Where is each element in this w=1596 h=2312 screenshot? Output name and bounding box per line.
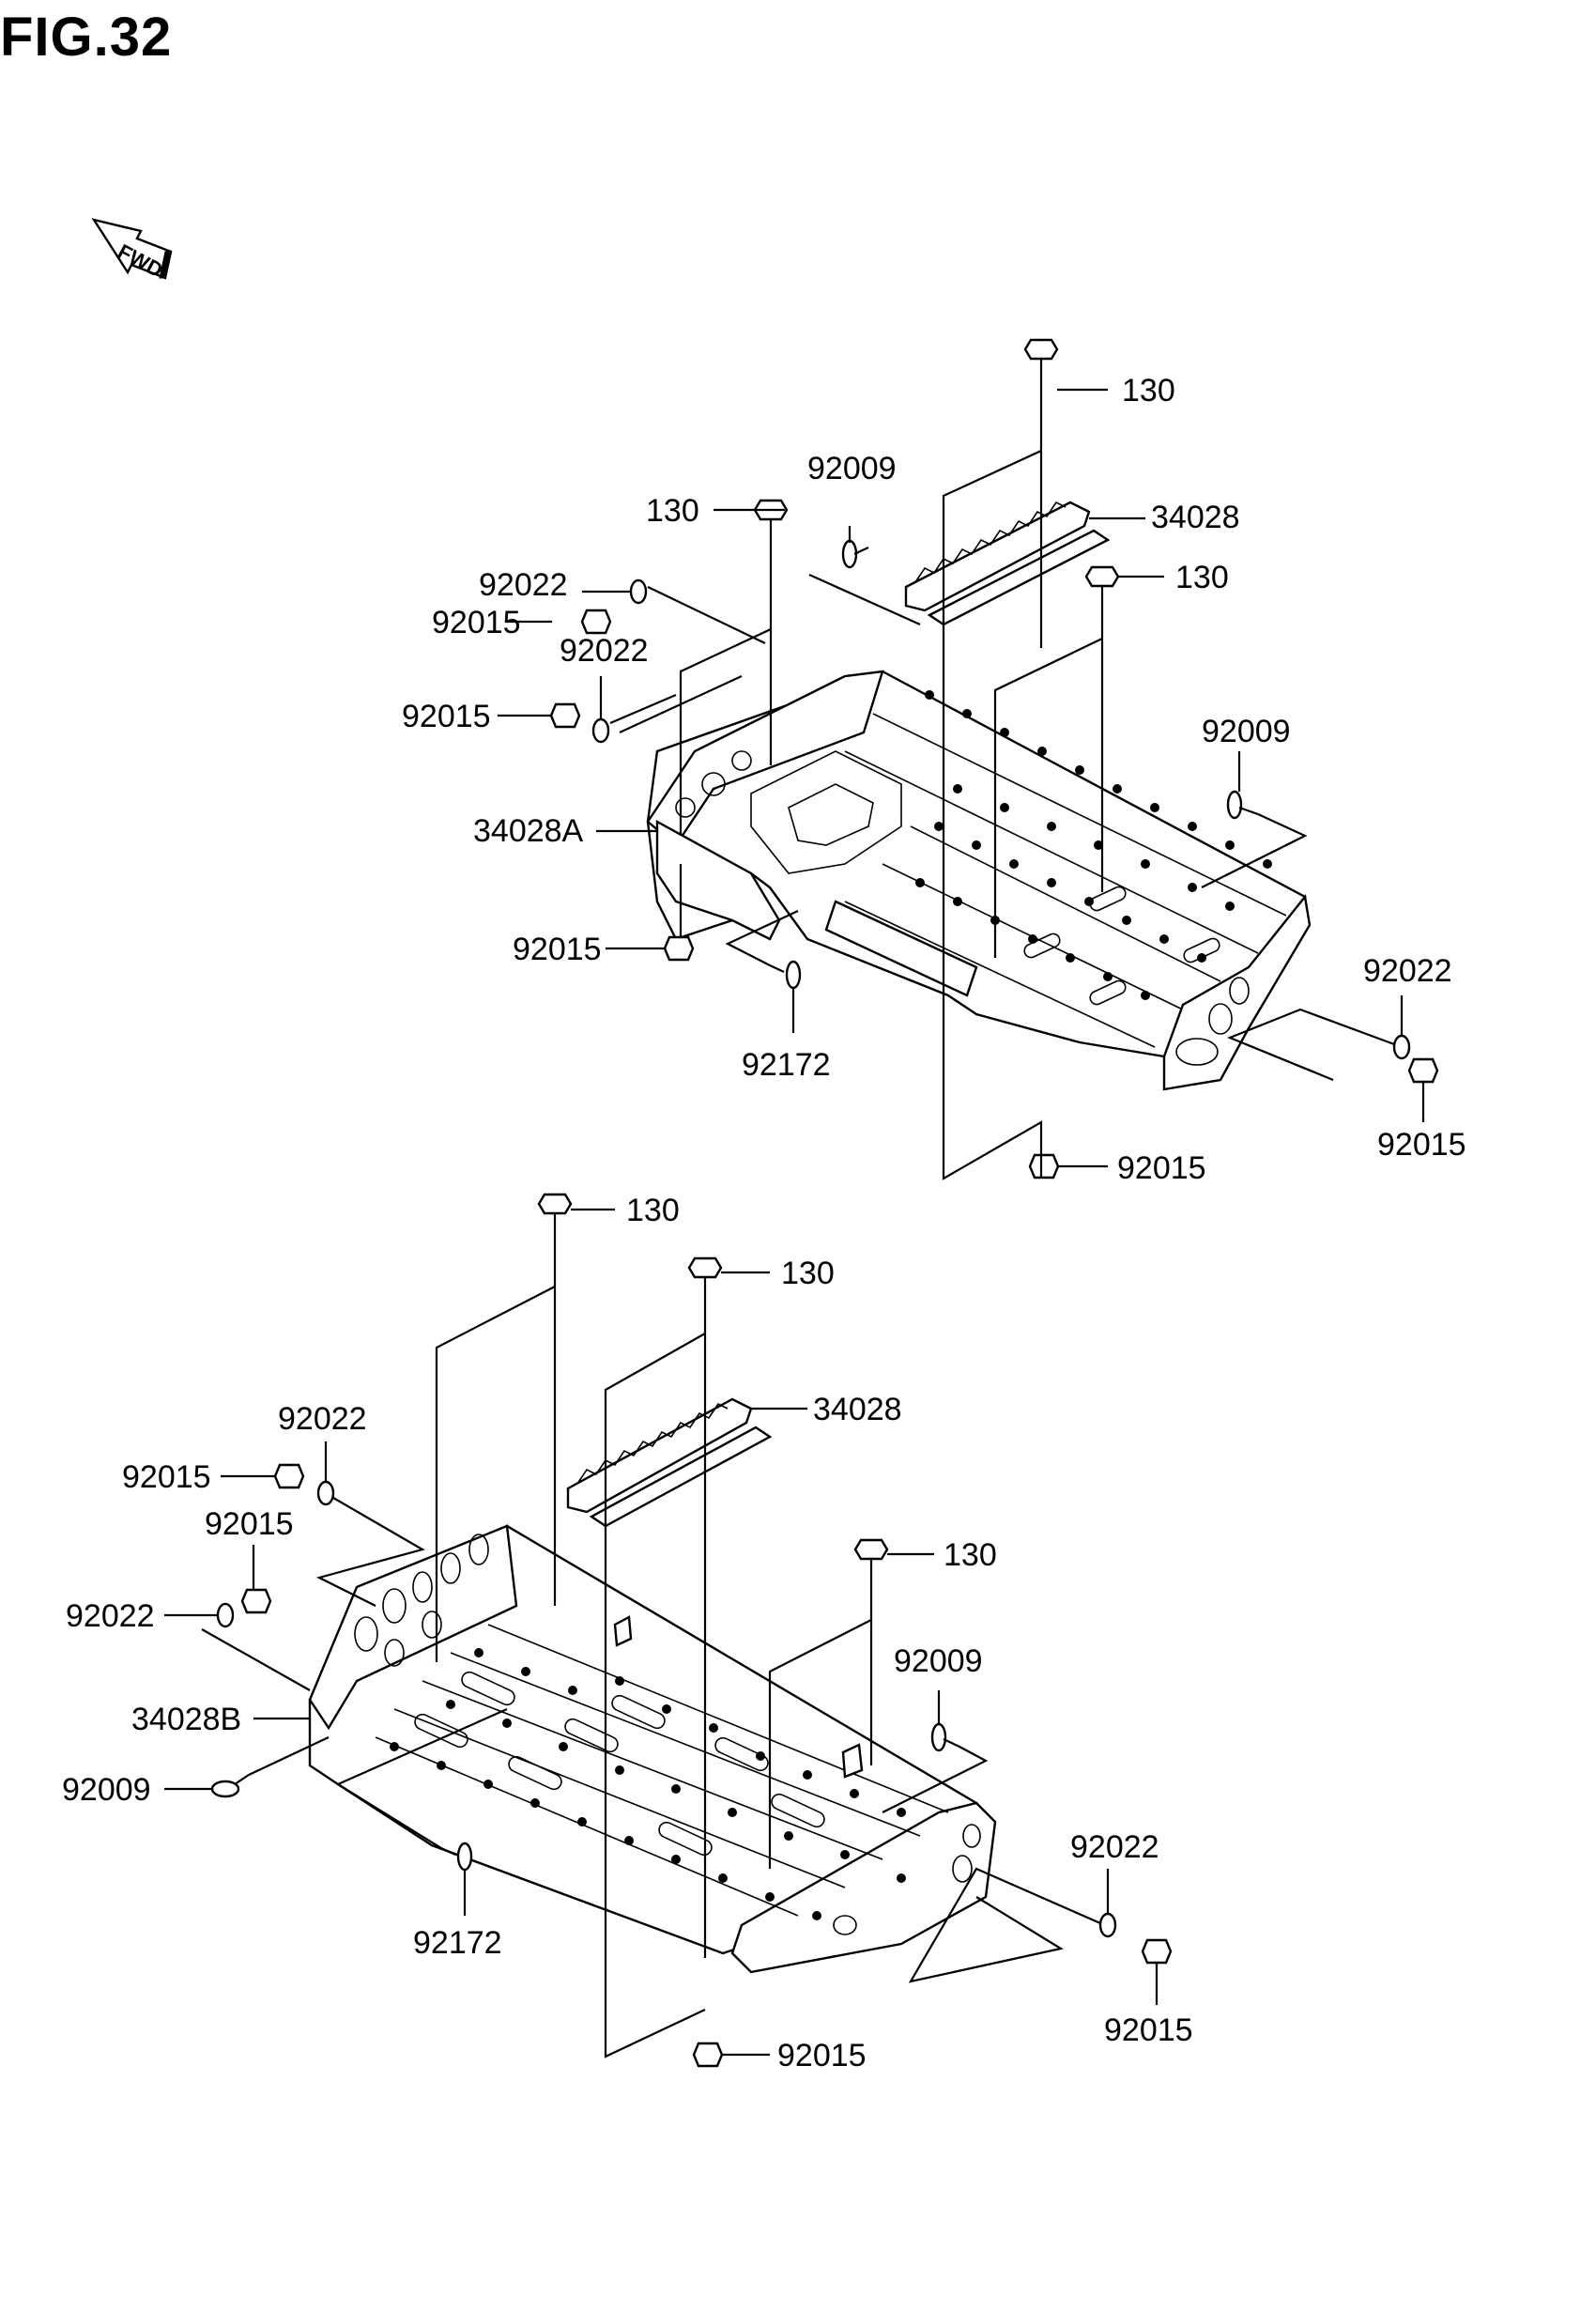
callout-92015: 92015 [777,2038,867,2073]
nut-92015-icon [549,702,581,729]
nut-92015-icon [580,609,612,635]
figure-title: FIG.32 [0,7,173,68]
bolt-130-icon [1023,338,1059,371]
callout-92015: 92015 [1104,2012,1193,2048]
bolt-130-icon [687,1256,723,1288]
callout-92015: 92015 [432,605,521,640]
upper-leader-lines [498,371,1425,1180]
callout-34028: 34028 [1151,500,1240,535]
nut-92015-icon [273,1463,305,1489]
upper-fasteners [549,338,1439,1179]
bolt-92009-icon [841,539,869,569]
callout-92009: 92009 [894,1643,983,1679]
callout-130: 130 [944,1537,997,1573]
nut-92015-icon [1407,1057,1439,1084]
callout-92015: 92015 [122,1459,211,1495]
callout-130: 130 [1122,373,1175,408]
callout-labels: 130 92009 130 34028 130 92022 92015 9202… [62,373,1466,2073]
callout-130: 130 [1175,560,1229,595]
washer-92022-icon [216,1602,235,1628]
callout-92022: 92022 [66,1598,155,1634]
callout-92022: 92022 [560,633,649,669]
bolt-92009-icon [1226,790,1259,820]
upper-footrest-34028a [646,670,1312,1091]
lower-footrest-34028b [308,1524,997,1974]
callout-34028: 34028 [813,1392,902,1427]
bolt-92172-icon [440,1842,473,1872]
washer-92022-icon [1098,1912,1117,1938]
washer-92022-icon [1392,1034,1411,1060]
fwd-arrow-icon: FWD [91,218,173,282]
callout-34028b: 34028B [131,1702,241,1737]
washer-92022-icon [629,578,648,605]
callout-92009: 92009 [807,451,897,486]
washer-92022-icon [591,717,610,744]
lower-leader-lines [164,1208,1159,2058]
callout-92172: 92172 [413,1925,502,1961]
nut-92015-icon [1028,1153,1060,1179]
callout-130: 130 [781,1256,835,1291]
bolt-92172-icon [769,960,802,990]
nut-92015-icon [692,2042,724,2068]
bolt-92009-icon [930,1722,960,1752]
callout-92015: 92015 [402,699,491,734]
callout-92022: 92022 [1363,953,1452,989]
nut-92015-icon [663,935,695,962]
callout-34028a: 34028A [473,813,584,849]
callout-92009: 92009 [1202,714,1291,749]
washer-92022-icon [316,1480,335,1506]
callout-130: 130 [646,493,699,529]
callout-92172: 92172 [742,1047,831,1083]
callout-92015: 92015 [1117,1150,1206,1186]
bolt-130-icon [537,1193,573,1225]
lower-fasteners [210,1193,1173,2068]
callout-92015: 92015 [1377,1127,1466,1163]
lower-pad-34028 [566,1397,773,1528]
bolt-130-icon [853,1538,889,1570]
callout-92022: 92022 [479,567,568,603]
bolt-92009-icon [210,1774,250,1798]
callout-92022: 92022 [278,1401,367,1437]
callout-92022: 92022 [1070,1829,1159,1865]
nut-92015-icon [240,1588,272,1614]
bolt-130-icon [753,499,789,531]
callout-92015: 92015 [513,932,602,967]
upper-pad-34028 [904,501,1111,626]
callout-92009: 92009 [62,1772,151,1808]
bolt-130-icon [1084,565,1120,597]
callout-92015: 92015 [205,1506,294,1542]
nut-92015-icon [1141,1938,1173,1965]
callout-130: 130 [626,1193,680,1228]
